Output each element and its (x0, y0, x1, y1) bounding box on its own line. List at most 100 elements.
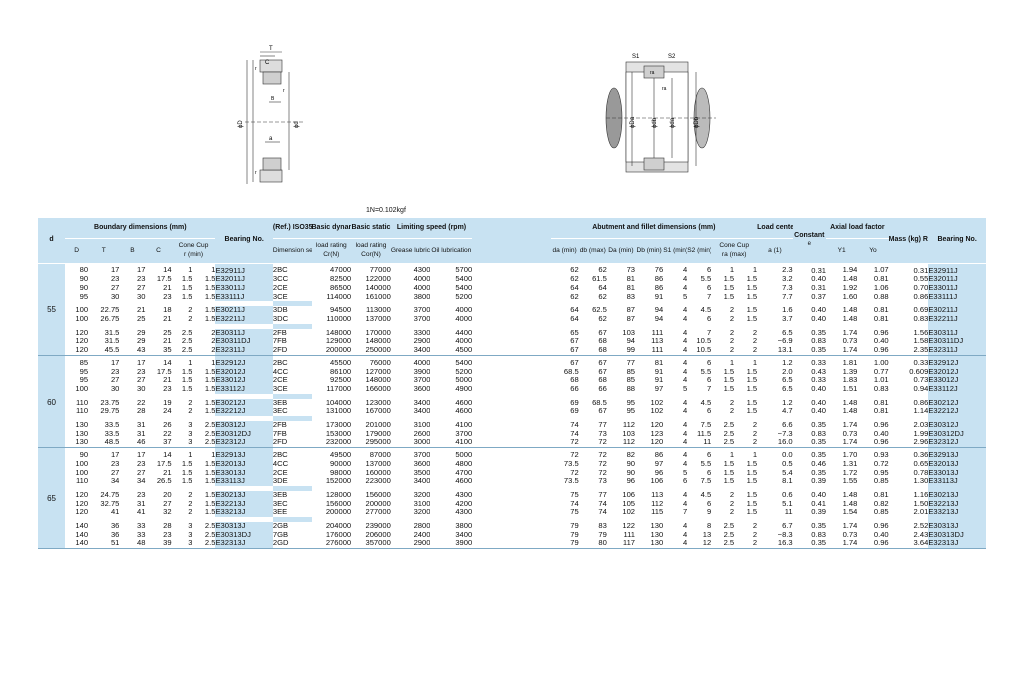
diagram-label: ϕDb (694, 116, 700, 128)
table-cell: E32311J (928, 346, 986, 356)
table-cell: E33011J (928, 283, 986, 293)
table-cell: 4300 (455, 490, 473, 499)
table-cell: 87 (626, 306, 636, 315)
table-cell: 2.52 (913, 522, 929, 531)
table-cell: 0.33 (811, 376, 827, 385)
table-cell: 1.5 (723, 275, 735, 284)
diagram-label: ϕdb (652, 117, 658, 128)
table-cell: 3 (188, 530, 193, 539)
table-cell: 103 (622, 328, 636, 337)
table-cell: 0.0 (782, 450, 793, 460)
table-cell: 1.5 (204, 367, 216, 376)
table-cell: E33012J (215, 376, 273, 385)
table-cell: 94 (654, 306, 664, 315)
table-cell: 3700 (413, 306, 431, 315)
table-cell: 67 (598, 407, 607, 416)
table-cell: 4000 (413, 357, 431, 367)
table-cell: 90 (79, 275, 89, 284)
table-cell: 21 (163, 337, 172, 346)
table-cell: 1 (188, 265, 193, 275)
table-cell: 3CE (272, 292, 312, 302)
table-cell: 2 (211, 337, 216, 346)
table-cell: 74 (598, 508, 607, 517)
table-cell: 28 (137, 407, 146, 416)
table-cell: E33013J (215, 468, 273, 478)
table-cell-spacer (472, 438, 551, 449)
table-cell: 7.5 (700, 477, 712, 486)
table-cell: 1.74 (842, 328, 858, 337)
table-cell: 2.5 (723, 530, 735, 539)
table-cell: 1 (752, 450, 758, 460)
row-spacer (38, 393, 986, 399)
table-cell: 2 (734, 346, 758, 356)
table-cell: 0.83 (913, 315, 929, 324)
table-cell: 0.72 (873, 459, 889, 468)
table-cell: 3EC (272, 499, 312, 509)
table-cell: 3400 (455, 530, 473, 539)
table-cell: 3EE (272, 508, 312, 518)
table-cell: 1.5 (204, 306, 216, 315)
table-cell: 47000 (330, 265, 352, 275)
table-cell: E30313J (928, 522, 986, 531)
table-cell: 0.31 (811, 283, 827, 292)
table-cell: 87000 (369, 450, 391, 460)
col-Yo: Yo (857, 238, 889, 263)
table-cell: 176000 (325, 530, 352, 539)
table-cell: 100 (75, 459, 89, 468)
table-cell: 62 (598, 292, 607, 301)
table-cell: 13 (702, 530, 712, 539)
table-cell: 8.1 (782, 477, 793, 486)
table-cell: 1.06 (873, 283, 889, 292)
table-cell: 112 (622, 421, 636, 430)
table-cell: 1.5 (746, 477, 758, 486)
table-cell: 122000 (365, 275, 391, 284)
table-cell: 4 (682, 275, 688, 284)
table-cell: 67 (550, 346, 579, 356)
table-cell: E30212J (928, 398, 986, 408)
table-cell: 1.56 (913, 328, 929, 337)
table-cell: 0.35 (792, 346, 827, 356)
table-cell: 31.5 (104, 337, 120, 346)
table-cell: E30211J (215, 306, 273, 316)
table-cell: 2 (188, 490, 193, 499)
table-cell: 85 (79, 357, 89, 367)
table-cell: 33 (137, 530, 146, 539)
table-cell: 120 (650, 421, 664, 430)
col-spacer (472, 218, 551, 264)
table-cell: 0.40 (811, 275, 827, 284)
table-cell: 3CC (272, 275, 312, 284)
table-cell: 4 (682, 398, 688, 407)
table-cell: 131000 (325, 407, 352, 416)
table-cell: 120 (635, 438, 664, 449)
row-spacer (38, 485, 986, 491)
table-cell: 2.5 (181, 328, 193, 337)
table-cell: 0.33 (811, 357, 827, 367)
table-cell: 2800 (413, 522, 431, 531)
table-cell: 79 (570, 530, 579, 539)
table-cell: 120 (75, 337, 89, 346)
table-cell: 24.75 (100, 490, 120, 499)
table-cell: E33011J (215, 283, 273, 293)
table-cell: 1.5 (181, 367, 193, 376)
table-cell: 127000 (365, 367, 391, 376)
table-cell: 2 (188, 508, 193, 517)
diagram-label: ra (650, 70, 655, 76)
table-cell: 1.99 (913, 429, 929, 438)
table-cell: 26.5 (156, 477, 172, 486)
table-cell: 11.5 (696, 429, 712, 438)
table-cell: 21 (163, 468, 172, 477)
table-cell: 102 (650, 407, 664, 416)
table-cell: 94 (626, 337, 636, 346)
table-cell: 7 (706, 292, 712, 301)
table-cell: 1.5 (181, 384, 193, 393)
table-cell: 2.5 (192, 539, 216, 550)
table-cell: 2.0 (782, 367, 793, 376)
table-cell-spacer (472, 376, 550, 385)
table-cell: 1 (211, 357, 216, 367)
table-cell: 98000 (330, 468, 352, 477)
table-cell: 110000 (326, 315, 352, 324)
table-cell: 3100 (413, 499, 431, 508)
table-cell: 0.95 (873, 468, 889, 477)
